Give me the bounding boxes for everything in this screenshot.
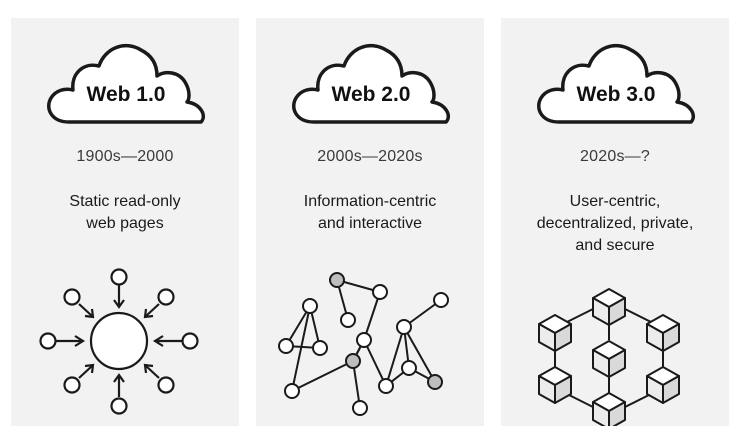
cube-face <box>608 401 626 426</box>
description-line: and secure <box>575 237 655 254</box>
cube-face <box>608 349 626 378</box>
panel-title: Web 3.0 <box>576 83 656 106</box>
description-line: web pages <box>86 215 164 232</box>
description-line: User-centric, <box>569 193 661 210</box>
description-line: and interactive <box>317 215 423 232</box>
description-line: Information-centric <box>303 193 437 210</box>
blockchain-cubes-icon <box>538 288 680 426</box>
cube-face <box>662 375 680 404</box>
panel-web-3: Web 3.0 2020s—? User-centric, decentrali… <box>501 18 729 426</box>
panel-description: Information-centric and interactive <box>262 191 478 235</box>
cube-face <box>554 375 572 404</box>
cube-face <box>554 323 572 352</box>
panel-description: User-centric, decentralized, private, an… <box>507 191 723 257</box>
cube-face <box>662 323 680 352</box>
panel-web-1: Web 1.0 1900s—2000 Static read-only web … <box>11 18 239 426</box>
description-line: Static read-only <box>69 193 181 210</box>
network-graph-icon <box>278 272 449 416</box>
panel-description: Static read-only web pages <box>17 191 233 235</box>
panel-years: 2020s—? <box>580 148 650 165</box>
panel-web-2: Web 2.0 2000s—2020s Information-centric … <box>256 18 484 426</box>
cloud-icon: Web 3.0 <box>531 30 701 130</box>
panel-title: Web 2.0 <box>331 83 411 106</box>
cloud-icon: Web 2.0 <box>286 30 456 130</box>
cube-face <box>592 401 610 426</box>
cloud-icon: Web 1.0 <box>41 30 211 130</box>
panel-years: 1900s—2000 <box>76 148 174 165</box>
description-line: decentralized, private, <box>536 215 694 232</box>
hub-and-spoke-icon <box>39 268 199 415</box>
cube-face <box>608 297 626 326</box>
panel-title: Web 1.0 <box>86 83 166 106</box>
panel-years: 2000s—2020s <box>317 148 423 165</box>
